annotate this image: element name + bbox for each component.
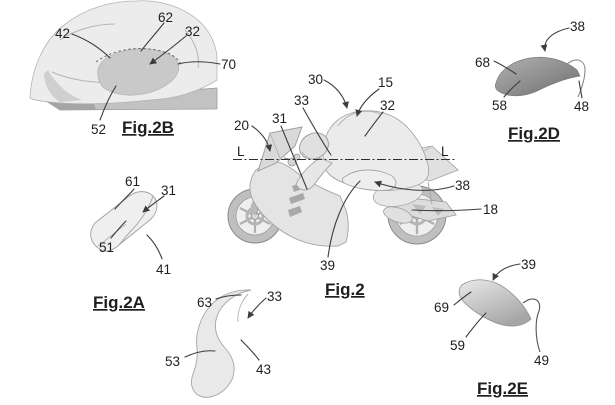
leader-line-59 — [465, 312, 487, 338]
section-label-right: L — [441, 144, 449, 159]
leader-line-18 — [411, 208, 482, 212]
ref-label-31a: 31 — [161, 183, 176, 198]
side-fairing — [249, 161, 349, 247]
frame-cutout — [432, 207, 444, 216]
fig2b-wrinkle-line — [184, 29, 199, 69]
fairing-vent — [288, 206, 302, 217]
leader-line-61 — [114, 188, 135, 210]
caption-fig2b: Fig.2B — [122, 118, 174, 137]
leader-line-53 — [184, 350, 216, 358]
fig2b-patch-shape — [97, 48, 180, 96]
subframe-strut — [427, 181, 433, 205]
leader-line-58 — [503, 80, 521, 98]
leader-line-63 — [215, 294, 242, 300]
ref-label-70: 70 — [221, 57, 236, 72]
ref-label-63: 63 — [197, 295, 212, 310]
ref-label-51: 51 — [99, 240, 114, 255]
figure-2c: 63 33 53 43 — [165, 289, 282, 398]
fig2c-fold-line — [237, 293, 249, 323]
figure-2d: 38 68 58 48 Fig.2D — [475, 19, 589, 143]
ref-label-38d: 38 — [570, 19, 585, 34]
leader-line-39 — [327, 180, 361, 258]
leader-line-31 — [280, 125, 308, 190]
caption-fig2: Fig.2 — [325, 280, 365, 299]
ref-label-32: 32 — [380, 98, 395, 113]
frame-cutout — [412, 204, 426, 214]
ref-label-62: 62 — [158, 10, 173, 25]
ref-label-53: 53 — [165, 354, 180, 369]
leader-line-32b — [149, 35, 187, 65]
fig2e-part-shape — [458, 279, 532, 327]
ref-label-32b: 32 — [185, 24, 200, 39]
section-label-left: L — [237, 144, 245, 159]
leader-line-15 — [355, 88, 380, 117]
fig2d-part-shape — [494, 56, 581, 97]
fig2a-shading-line — [97, 223, 127, 247]
ref-label-30: 30 — [308, 72, 323, 87]
leader-line-70 — [177, 61, 221, 65]
ref-label-15: 15 — [378, 75, 393, 90]
ref-label-39: 39 — [320, 258, 335, 273]
fairing-vent — [289, 193, 305, 204]
ref-label-58: 58 — [492, 98, 507, 113]
ref-label-33c: 33 — [267, 289, 282, 304]
fig2a-inner-lip — [118, 195, 154, 246]
ref-label-61: 61 — [125, 174, 140, 189]
figure-2e: 39 69 59 49 Fig.2E — [434, 257, 549, 398]
leader-line-69 — [453, 291, 472, 306]
ref-label-39e: 39 — [521, 257, 536, 272]
fig2e-edge-hook — [522, 298, 541, 353]
ref-label-20: 20 — [234, 118, 249, 133]
ref-label-52: 52 — [91, 122, 106, 137]
leader-line-33 — [302, 107, 332, 156]
leader-line-41 — [146, 234, 163, 260]
ref-label-41: 41 — [156, 262, 171, 277]
fig2b-wrinkle-line — [59, 23, 116, 41]
rider-boot — [383, 206, 413, 224]
leader-line-20 — [251, 125, 273, 152]
ref-label-43: 43 — [256, 362, 271, 377]
leader-line-30 — [323, 79, 349, 109]
leader-line-38d — [540, 27, 570, 52]
ref-label-38: 38 — [455, 178, 470, 193]
leader-line-32 — [364, 111, 384, 137]
leader-line-43 — [240, 339, 260, 361]
leader-line-68 — [493, 60, 517, 75]
figure-2-main: L L 20 31 33 30 15 32 38 18 39 Fig.2 — [227, 72, 498, 299]
leader-line-38 — [374, 180, 455, 191]
fig2c-part-shape — [191, 289, 252, 398]
ref-label-68: 68 — [475, 55, 490, 70]
fig2b-dashed-outline — [95, 48, 182, 67]
caption-fig2d: Fig.2D — [508, 124, 560, 143]
ref-label-69: 69 — [434, 300, 449, 315]
leader-line-52 — [99, 85, 117, 121]
rider-upper-arm — [295, 157, 333, 191]
leader-line-42 — [71, 33, 111, 59]
leader-line-39e — [492, 263, 521, 281]
leader-line-62 — [140, 22, 165, 52]
fig2b-arm-shadow — [44, 70, 82, 102]
caption-fig2e: Fig.2E — [477, 379, 528, 398]
figure-2a: 61 31 51 41 Fig.2A — [90, 174, 176, 312]
ref-label-18: 18 — [483, 202, 498, 217]
ref-label-31: 31 — [272, 111, 287, 126]
ref-label-33: 33 — [294, 93, 309, 108]
leader-line-51 — [110, 220, 127, 239]
ref-label-42: 42 — [55, 26, 70, 41]
windscreen-edge-line — [269, 132, 281, 159]
caption-fig2a: Fig.2A — [93, 293, 145, 312]
ref-label-48: 48 — [574, 99, 589, 114]
ref-label-59: 59 — [450, 338, 465, 353]
leader-line-48 — [578, 80, 583, 99]
leader-line-31a — [142, 195, 165, 213]
ref-label-49: 49 — [534, 353, 549, 368]
figure-2b: 42 62 32 70 52 Fig.2B — [29, 0, 236, 137]
leader-line-33c — [247, 297, 267, 319]
